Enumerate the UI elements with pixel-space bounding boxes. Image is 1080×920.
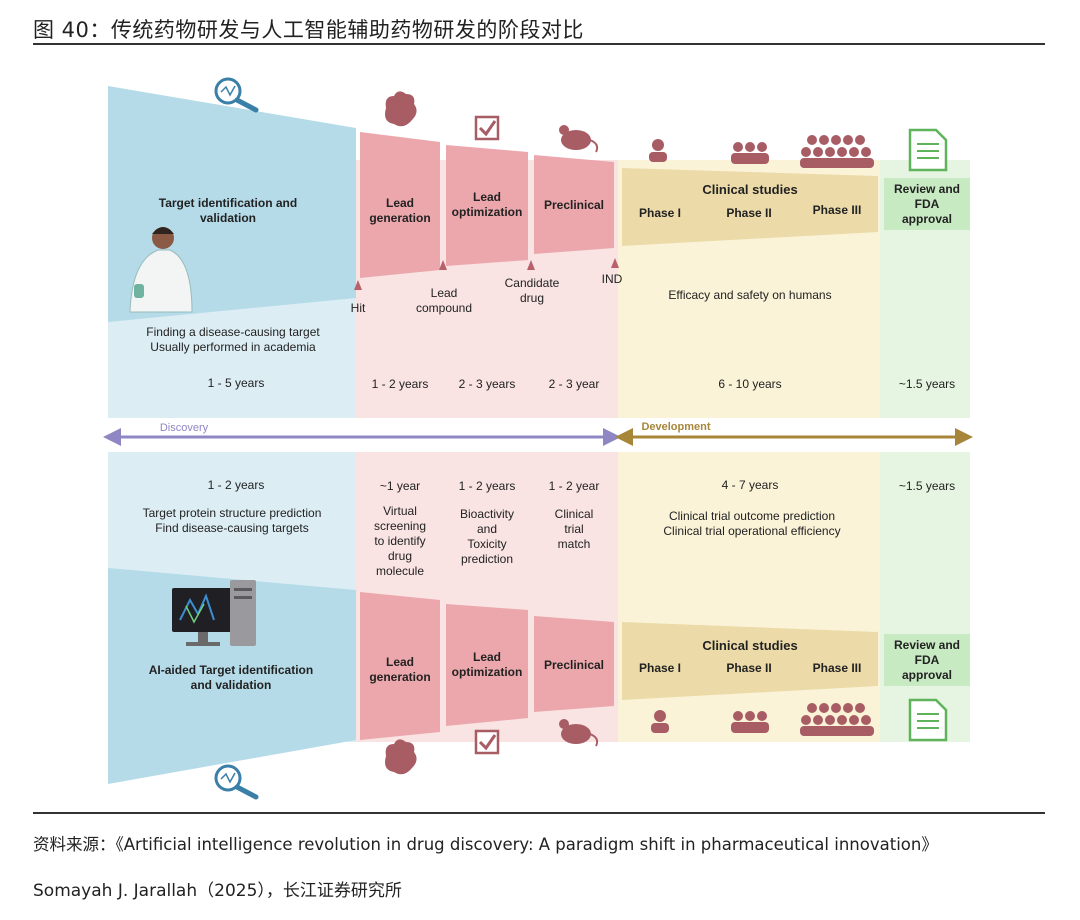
magnifier-icon-bottom <box>214 764 259 800</box>
clinical-shape-bottom <box>622 622 878 700</box>
group-icon-bottom <box>731 711 769 733</box>
ai-lead-opt-label: Lead optimization <box>451 650 523 679</box>
document-icon <box>908 128 948 172</box>
ai-target-title: AI-aided Target identification and valid… <box>148 663 314 692</box>
preclinical-shape-top <box>534 155 614 254</box>
trad-review-years: ~1.5 years <box>898 377 956 391</box>
trad-target-desc: Finding a disease-causing target Usually… <box>146 325 320 354</box>
checkbox-icon <box>474 115 500 141</box>
ai-preclinical-desc: Clinical trial match <box>554 507 594 551</box>
lead-gen-shape-top <box>360 132 440 278</box>
person-icon <box>649 139 667 162</box>
discovery-label: Discovery <box>159 422 209 434</box>
ai-preclinical-label: Preclinical <box>543 658 605 672</box>
mouse-icon <box>559 125 599 153</box>
review-shape-bottom <box>884 634 970 686</box>
checkbox-icon-bottom <box>474 729 500 755</box>
lead-opt-shape-top <box>446 145 528 266</box>
trad-preclinical-years: 2 - 3 year <box>548 377 600 391</box>
source-line-1: 资料来源：《Artificial intelligence revolution… <box>33 835 938 854</box>
lead-opt-shape-bottom <box>446 604 528 726</box>
source-line-2: Somayah J. Jarallah（2025），长江证券研究所 <box>33 881 402 901</box>
group-icon <box>731 142 769 164</box>
milestone-ind: IND <box>601 272 623 286</box>
figure-title: 图 40：传统药物研发与人工智能辅助药物研发的阶段对比 <box>33 18 584 42</box>
preclinical-shape-bottom <box>534 616 614 712</box>
milestone-candidate-drug: Candidate drug <box>504 276 560 305</box>
magnifier-icon <box>214 77 259 113</box>
trad-lead-opt-years: 2 - 3 years <box>458 377 516 391</box>
scientist-icon <box>129 227 193 313</box>
trad-target-years: 1 - 5 years <box>207 376 265 390</box>
ai-lead-opt-desc: Bioactivity and Toxicity prediction <box>459 507 515 566</box>
diagram <box>103 77 973 800</box>
trad-preclinical-label: Preclinical <box>543 198 605 212</box>
mouse-icon-bottom <box>559 719 599 747</box>
ai-review-years: ~1.5 years <box>898 479 956 493</box>
ai-lead-gen-years: ~1 year <box>379 479 421 493</box>
ai-review-label: Review and FDA approval <box>893 638 961 682</box>
milestone-lead-compound: Lead compound <box>415 286 473 315</box>
trad-lead-gen-years: 1 - 2 years <box>371 377 429 391</box>
clinical-shape-top <box>622 168 878 246</box>
ai-clinical-title: Clinical studies <box>702 638 798 653</box>
trad-phase2: Phase II <box>726 206 772 220</box>
trad-phase1: Phase I <box>638 206 682 220</box>
ai-phase2: Phase II <box>726 661 772 675</box>
development-label: Development <box>641 421 711 433</box>
ai-lead-gen-label: Lead generation <box>369 655 431 684</box>
computer-icon <box>172 580 256 646</box>
ai-phase3: Phase III <box>812 661 862 675</box>
target-shape-bottom <box>108 568 356 784</box>
ai-clinical-years: 4 - 7 years <box>721 478 779 492</box>
ai-lead-opt-years: 1 - 2 years <box>458 479 516 493</box>
trad-clinical-years: 6 - 10 years <box>718 377 782 391</box>
trad-phase3: Phase III <box>812 203 862 217</box>
trad-review-label: Review and FDA approval <box>893 182 961 226</box>
molecule-icon-bottom <box>385 739 417 775</box>
document-icon-bottom <box>908 698 948 742</box>
person-icon-bottom <box>651 710 669 733</box>
ai-target-desc: Target protein structure prediction Find… <box>142 506 322 535</box>
milestone-hit: Hit <box>350 301 366 315</box>
title-rule <box>33 43 1045 45</box>
molecule-icon <box>385 91 417 127</box>
lead-gen-shape-bottom <box>360 592 440 740</box>
ai-lead-gen-desc: Virtual screening to identify drug molec… <box>373 504 427 578</box>
ai-preclinical-years: 1 - 2 year <box>548 479 600 493</box>
crowd-icon-bottom <box>800 703 874 736</box>
trad-clinical-desc: Efficacy and safety on humans <box>668 288 832 302</box>
ai-clinical-desc: Clinical trial outcome prediction Clinic… <box>663 509 841 538</box>
trad-clinical-title: Clinical studies <box>702 182 798 197</box>
trad-lead-gen-label: Lead generation <box>369 196 431 225</box>
source-rule <box>33 812 1045 814</box>
milestone-markers <box>354 258 619 290</box>
crowd-icon <box>800 135 874 168</box>
review-shape-top <box>884 178 970 230</box>
ai-target-years: 1 - 2 years <box>207 478 265 492</box>
trad-lead-opt-label: Lead optimization <box>451 190 523 219</box>
ai-phase1: Phase I <box>638 661 682 675</box>
trad-target-title: Target identification and validation <box>158 196 298 225</box>
